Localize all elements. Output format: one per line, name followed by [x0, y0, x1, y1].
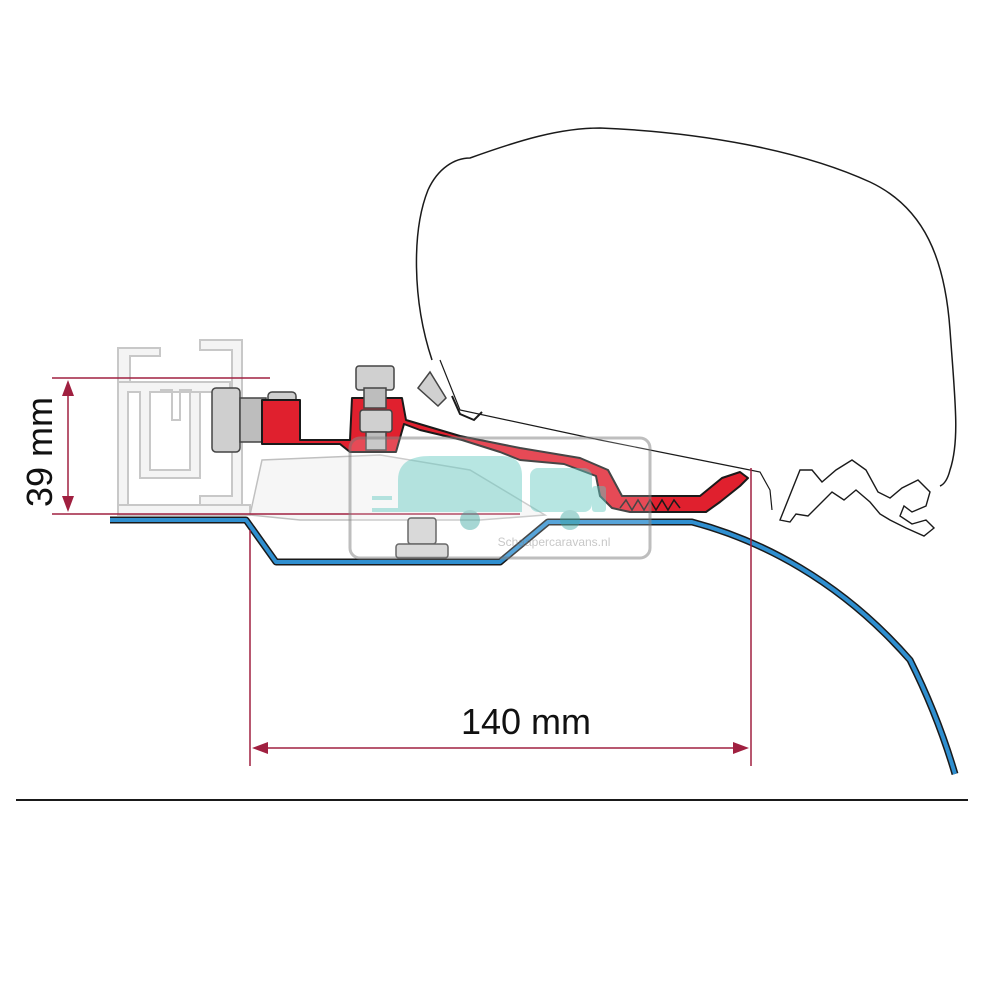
bracket-hook	[451, 395, 483, 422]
awning-housing-inner-edge	[439, 359, 741, 469]
vehicle-roof-profile-fill	[110, 518, 957, 775]
height-arrow-bottom	[62, 496, 74, 512]
watermark-text: Schaapercaravans.nl	[498, 535, 611, 549]
width-arrow-left	[252, 742, 268, 754]
height-dimension	[52, 377, 520, 515]
awning-profile-rail	[779, 459, 936, 537]
roof-rail-profile	[117, 339, 251, 516]
watermark: Schaapercaravans.nl	[348, 436, 652, 560]
roof-fixing-bolt	[395, 517, 449, 559]
bracket-bolt	[355, 365, 447, 451]
height-arrow-top	[62, 380, 74, 396]
caravan-logo-icon	[372, 456, 606, 530]
width-dimension-label: 140 mm	[461, 701, 591, 742]
height-dimension-label: 39 mm	[19, 397, 60, 507]
awning-front-edge	[739, 467, 773, 511]
width-dimension	[249, 468, 752, 766]
awning-housing-outline	[415, 127, 957, 487]
width-arrow-right	[733, 742, 749, 754]
